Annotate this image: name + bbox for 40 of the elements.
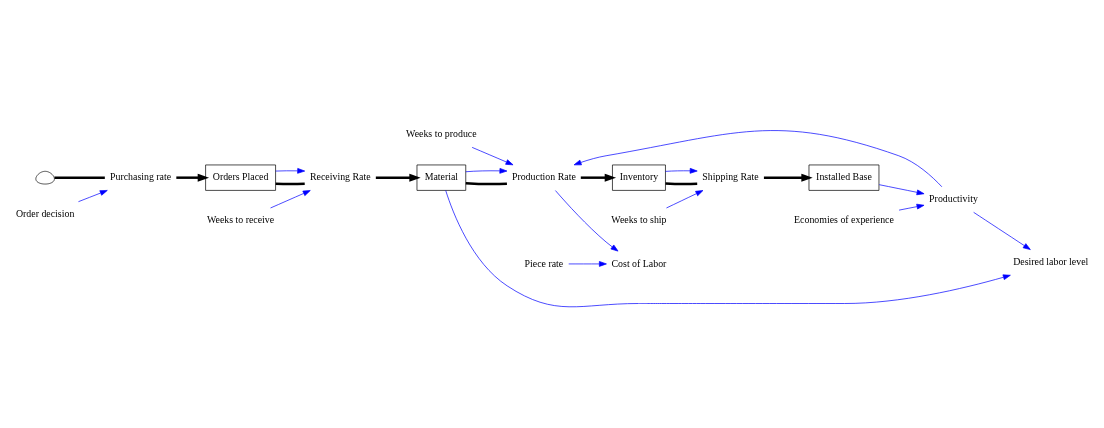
node-box: Material [416, 164, 467, 191]
arrow [666, 189, 704, 208]
node-box: Orders Placed [205, 164, 276, 191]
node-text: Shipping Rate [702, 170, 759, 182]
connector [275, 182, 305, 185]
node-text: Productivity [929, 192, 978, 204]
connector [54, 175, 105, 179]
arrow [445, 189, 1011, 307]
arrow [465, 167, 508, 174]
node-text: Desired labor level [1013, 255, 1089, 267]
arrow [176, 173, 209, 182]
node-box: Installed Base [808, 164, 880, 191]
node-text: Purchasing rate [109, 170, 172, 182]
arrow [275, 167, 306, 174]
connector [665, 181, 698, 185]
arrow [568, 260, 607, 267]
arrow [375, 173, 421, 182]
arrow [573, 129, 943, 187]
node-text: Production Rate [511, 170, 576, 182]
node-text: Cost of Labor [611, 257, 667, 269]
arrow [270, 189, 311, 208]
node-box: Inventory [612, 164, 666, 191]
node-text: Weeks to produce [406, 127, 477, 139]
connector [465, 181, 507, 185]
node-text: Piece rate [524, 257, 564, 269]
arrow [973, 211, 1031, 250]
arrow [665, 167, 698, 174]
node-text: Weeks to ship [611, 213, 667, 225]
arrow [878, 183, 925, 195]
arrow [555, 189, 619, 251]
arrow [898, 203, 925, 210]
node-text: Receiving Rate [309, 170, 371, 182]
arrow [580, 173, 617, 182]
arrow [78, 189, 108, 202]
node-text: Economies of experience [794, 213, 894, 225]
node-text: Order decision [15, 207, 75, 219]
node-text: Weeks to receive [206, 213, 275, 225]
arrow [471, 146, 514, 165]
arrow [763, 173, 813, 182]
node-cloud [35, 170, 55, 184]
